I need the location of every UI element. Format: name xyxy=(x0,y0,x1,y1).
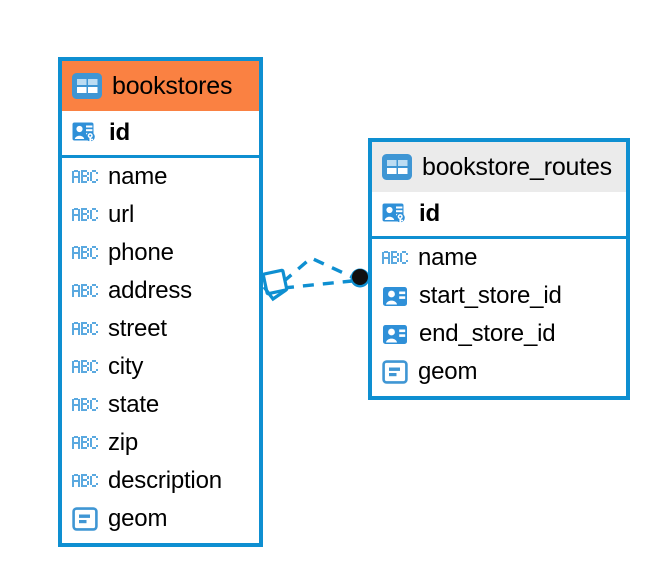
foreign-key-icon xyxy=(383,324,407,344)
column-name: start_store_id xyxy=(419,282,562,309)
text-type-icon xyxy=(72,360,98,373)
column-row-geom[interactable]: geom xyxy=(372,353,626,391)
column-name: geom xyxy=(418,358,478,385)
column-row-geom[interactable]: geom xyxy=(62,500,259,538)
relationship-line-lower xyxy=(282,279,353,290)
column-name: state xyxy=(108,391,160,418)
column-row-end-store-id[interactable]: end_store_id xyxy=(372,315,626,353)
column-row-name[interactable]: name xyxy=(62,158,259,196)
entity-table-bookstore-routes[interactable]: bookstore_routes id xyxy=(368,138,630,400)
primary-key-icon xyxy=(382,203,405,223)
column-name: description xyxy=(108,467,222,494)
column-row-id[interactable]: id xyxy=(372,192,626,239)
entity-title: bookstores xyxy=(112,71,233,100)
text-type-icon xyxy=(72,208,98,221)
column-name: id xyxy=(419,200,440,227)
column-row-address[interactable]: address xyxy=(62,272,259,310)
column-name: url xyxy=(108,201,135,228)
column-name: id xyxy=(109,119,130,146)
column-row-city[interactable]: city xyxy=(62,348,259,386)
text-type-icon xyxy=(72,436,98,449)
column-name: name xyxy=(108,163,168,190)
geometry-type-icon xyxy=(72,507,98,531)
table-icon xyxy=(72,73,102,99)
column-name: geom xyxy=(108,505,168,532)
entity-title: bookstore_routes xyxy=(422,152,612,181)
text-type-icon xyxy=(72,284,98,297)
column-name: phone xyxy=(108,239,174,266)
text-type-icon xyxy=(72,398,98,411)
text-type-icon xyxy=(72,474,98,487)
text-type-icon xyxy=(382,251,408,264)
column-row-phone[interactable]: phone xyxy=(62,234,259,272)
entity-table-bookstores[interactable]: bookstores id xyxy=(58,57,263,547)
column-row-zip[interactable]: zip xyxy=(62,424,259,462)
table-icon xyxy=(382,154,412,180)
text-type-icon xyxy=(72,322,98,335)
column-name: address xyxy=(108,277,192,304)
column-name: city xyxy=(108,353,144,380)
entity-header-bookstore-routes[interactable]: bookstore_routes xyxy=(372,142,626,192)
column-row-street[interactable]: street xyxy=(62,310,259,348)
column-row-state[interactable]: state xyxy=(62,386,259,424)
column-row-description[interactable]: description xyxy=(62,462,259,500)
entity-header-bookstores[interactable]: bookstores xyxy=(62,61,259,111)
filled-circle-endpoint xyxy=(350,268,370,288)
column-name: street xyxy=(108,315,167,342)
relationship-line-upper xyxy=(281,255,353,284)
geometry-type-icon xyxy=(382,360,408,384)
column-row-start-store-id[interactable]: start_store_id xyxy=(372,277,626,315)
primary-key-icon xyxy=(72,122,95,142)
column-row-name[interactable]: name xyxy=(372,239,626,277)
column-row-id[interactable]: id xyxy=(62,111,259,158)
column-row-url[interactable]: url xyxy=(62,196,259,234)
crows-foot-diamond-endpoint xyxy=(261,268,289,302)
column-name: name xyxy=(418,244,478,271)
column-name: zip xyxy=(108,429,139,456)
column-name: end_store_id xyxy=(419,320,556,347)
text-type-icon xyxy=(72,246,98,259)
text-type-icon xyxy=(72,170,98,183)
foreign-key-icon xyxy=(383,286,407,306)
